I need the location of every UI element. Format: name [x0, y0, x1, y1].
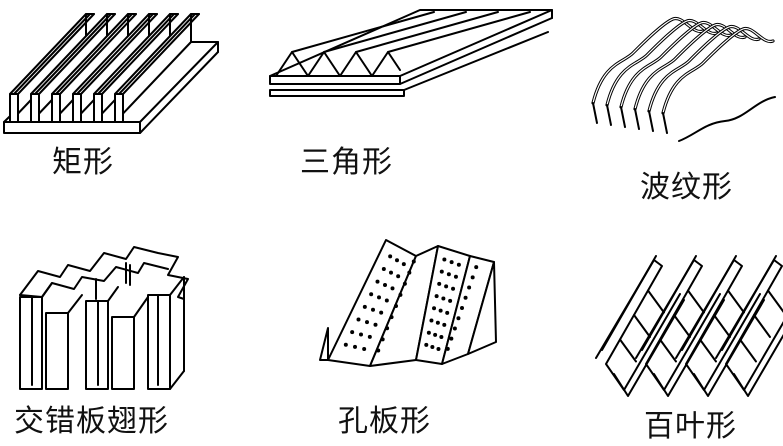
triangular-fin-label: 三角形 — [300, 145, 393, 180]
perforated-fin-drawing — [319, 239, 497, 367]
louvered-fin-drawing — [595, 255, 783, 397]
corrugated-fin-drawing — [591, 16, 776, 142]
perforated-fin-label: 孔板形 — [338, 404, 431, 439]
louvered-fin-figure — [590, 240, 783, 410]
offset-strip-fin-drawing — [19, 246, 189, 390]
rectangular-fin-figure — [0, 0, 225, 145]
offset-strip-fin-figure — [8, 235, 198, 395]
triangular-fin-drawing — [269, 9, 553, 97]
perforated-fin-figure — [318, 232, 500, 372]
rectangular-fin-drawing — [3, 13, 219, 134]
corrugated-fin-figure — [585, 5, 783, 170]
offset-strip-fin-label: 交错板翅形 — [14, 404, 169, 439]
rectangular-fin-label: 矩形 — [52, 145, 114, 180]
triangular-fin-figure — [262, 0, 562, 100]
corrugated-fin-label: 波纹形 — [640, 170, 733, 205]
louvered-fin-label: 百叶形 — [644, 409, 737, 444]
